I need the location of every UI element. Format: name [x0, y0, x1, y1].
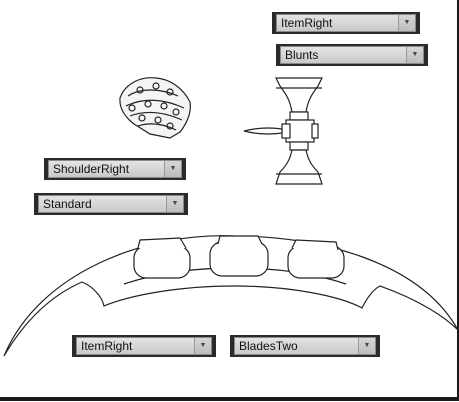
chevron-down-icon[interactable]: ▼ — [166, 196, 183, 212]
dropdown-value: BladesTwo — [239, 339, 298, 353]
blades-two-dropdown[interactable]: BladesTwo ▼ — [230, 335, 380, 357]
chevron-down-icon[interactable]: ▼ — [398, 15, 415, 31]
shoulder-armor-icon — [119, 77, 191, 139]
blunts-dropdown[interactable]: Blunts ▼ — [276, 44, 428, 66]
standard-dropdown-field[interactable]: Standard ▼ — [38, 195, 184, 213]
chevron-down-icon[interactable]: ▼ — [358, 338, 375, 354]
blunts-dropdown-field[interactable]: Blunts ▼ — [280, 46, 424, 64]
item-right-dropdown-top[interactable]: ItemRight ▼ — [272, 12, 420, 34]
dropdown-value: ItemRight — [281, 16, 333, 30]
shoulder-right-dropdown-field[interactable]: ShoulderRight ▼ — [48, 160, 182, 178]
standard-dropdown[interactable]: Standard ▼ — [34, 193, 188, 215]
blades-two-dropdown-field[interactable]: BladesTwo ▼ — [234, 337, 376, 355]
item-right-dropdown-bottom[interactable]: ItemRight ▼ — [72, 335, 216, 357]
chevron-down-icon[interactable]: ▼ — [164, 161, 181, 177]
item-right-dropdown-top-field[interactable]: ItemRight ▼ — [276, 14, 416, 32]
shoulder-right-dropdown[interactable]: ShoulderRight ▼ — [44, 158, 186, 180]
curved-blade-icon — [3, 235, 459, 357]
item-right-dropdown-bottom-field[interactable]: ItemRight ▼ — [76, 337, 212, 355]
chevron-down-icon[interactable]: ▼ — [406, 47, 423, 63]
blunt-weapon-icon — [243, 77, 323, 185]
dropdown-value: Blunts — [285, 48, 319, 62]
dropdown-value: Standard — [43, 197, 92, 211]
chevron-down-icon[interactable]: ▼ — [194, 338, 211, 354]
dropdown-value: ItemRight — [81, 339, 133, 353]
dropdown-value: ShoulderRight — [53, 162, 130, 176]
